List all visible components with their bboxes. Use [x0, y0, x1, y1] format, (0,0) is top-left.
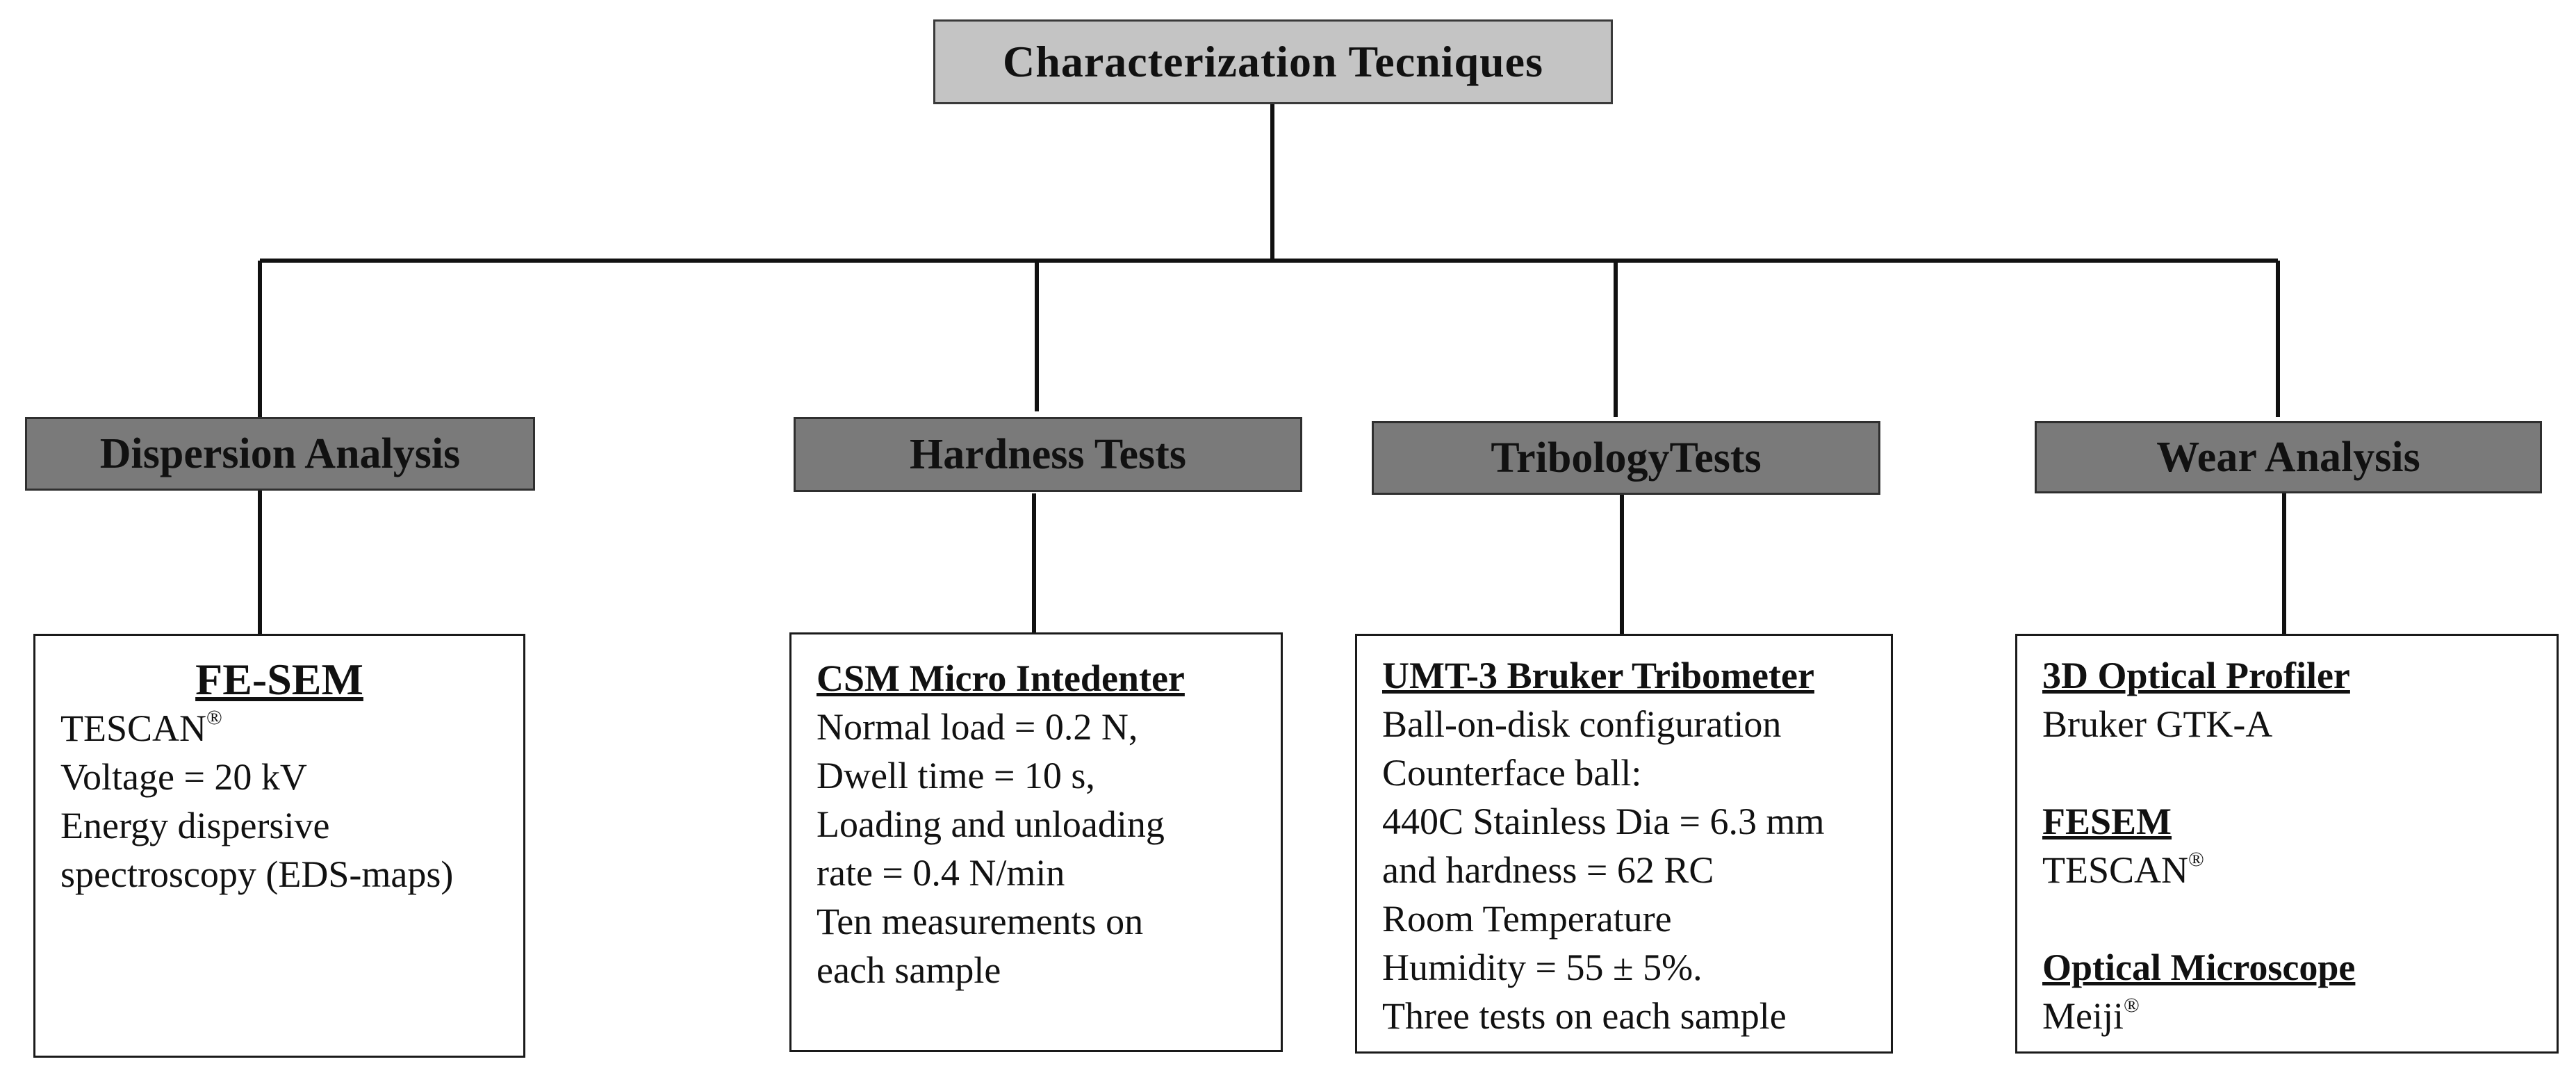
detail-line: 440C Stainless Dia = 6.3 mm — [1382, 801, 1825, 842]
csm-heading: CSM Micro Intedenter — [817, 657, 1185, 699]
detail-line: Ball-on-disk configuration — [1382, 703, 1782, 745]
meiji-brand-line: Meiji® — [2042, 994, 2140, 1038]
detail-dispersion: FE-SEM TESCAN® Voltage = 20 kV Energy di… — [33, 634, 525, 1058]
detail-line: Normal load = 0.2 N, — [817, 706, 1138, 748]
profiler-heading: 3D Optical Profiler — [2042, 655, 2350, 696]
fesem-brand-line: TESCAN® — [2042, 848, 2204, 892]
detail-line: Ten measurements on — [817, 901, 1144, 942]
detail-tribology: UMT-3 Bruker Tribometer Ball-on-disk con… — [1355, 634, 1893, 1054]
fesem-heading: FESEM — [2042, 801, 2172, 842]
detail-line: Loading and unloading — [817, 803, 1165, 845]
detail-line: Voltage = 20 kV — [60, 756, 307, 798]
umt3-heading: UMT-3 Bruker Tribometer — [1382, 655, 1814, 696]
detail-line: Counterface ball: — [1382, 752, 1642, 794]
fe-sem-heading: FE-SEM — [195, 655, 363, 704]
category-tribology-tests: TribologyTests — [1372, 421, 1880, 495]
root-node-title: Characterization Tecniques — [933, 19, 1613, 104]
detail-hardness: CSM Micro Intedenter Normal load = 0.2 N… — [789, 632, 1283, 1052]
detail-line: rate = 0.4 N/min — [817, 852, 1065, 894]
category-wear-analysis: Wear Analysis — [2035, 421, 2542, 493]
detail-line: spectroscopy (EDS-maps) — [60, 853, 454, 895]
category-dispersion-analysis: Dispersion Analysis — [25, 417, 535, 491]
category-hardness-tests: Hardness Tests — [794, 417, 1302, 492]
tescan-brand-line: TESCAN® — [60, 706, 222, 750]
detail-line: each sample — [817, 949, 1001, 991]
detail-line: Room Temperature — [1382, 898, 1672, 940]
detail-line: and hardness = 62 RC — [1382, 849, 1714, 891]
detail-line: Humidity = 55 ± 5%. — [1382, 947, 1703, 988]
detail-line: Energy dispersive — [60, 805, 330, 846]
optical-microscope-heading: Optical Microscope — [2042, 947, 2356, 988]
profiler-value: Bruker GTK-A — [2042, 703, 2273, 745]
detail-wear: 3D Optical Profiler Bruker GTK-A FESEM T… — [2015, 634, 2559, 1054]
detail-line: Dwell time = 10 s, — [817, 755, 1095, 796]
detail-line: Three tests on each sample — [1382, 995, 1787, 1037]
